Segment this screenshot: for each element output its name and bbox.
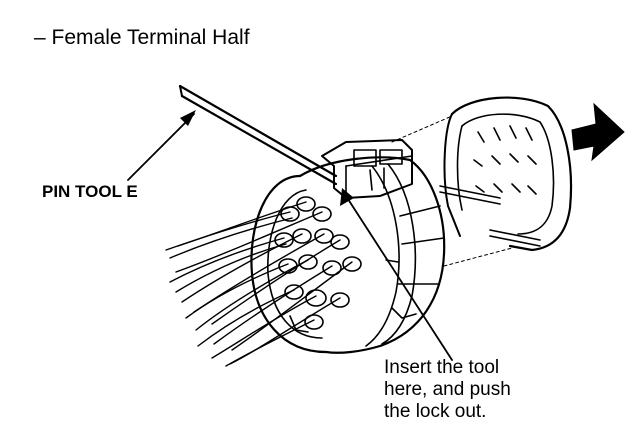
- connector-body: [250, 156, 446, 354]
- alignment-lines: [391, 115, 513, 267]
- pin-tool-label: PIN TOOL E: [42, 182, 138, 201]
- wire-bundle: [165, 201, 353, 367]
- pin-tool: [178, 84, 338, 186]
- instruction-note: Insert the tool here, and push the lock …: [384, 357, 511, 422]
- terminal-cavities: [274, 196, 362, 330]
- pin-tool-leader-arrow: [127, 110, 196, 181]
- lock-tab: [321, 139, 413, 199]
- instruction-leader-arrow: [340, 188, 453, 361]
- instruction-line-3: the lock out.: [384, 401, 486, 422]
- instruction-line-1: Insert the tool: [384, 357, 499, 378]
- instruction-line-2: here, and push: [384, 379, 511, 400]
- male-terminal-half: [439, 96, 573, 252]
- arrow-right-icon: [571, 102, 625, 162]
- diagram-title: – Female Terminal Half: [34, 26, 250, 49]
